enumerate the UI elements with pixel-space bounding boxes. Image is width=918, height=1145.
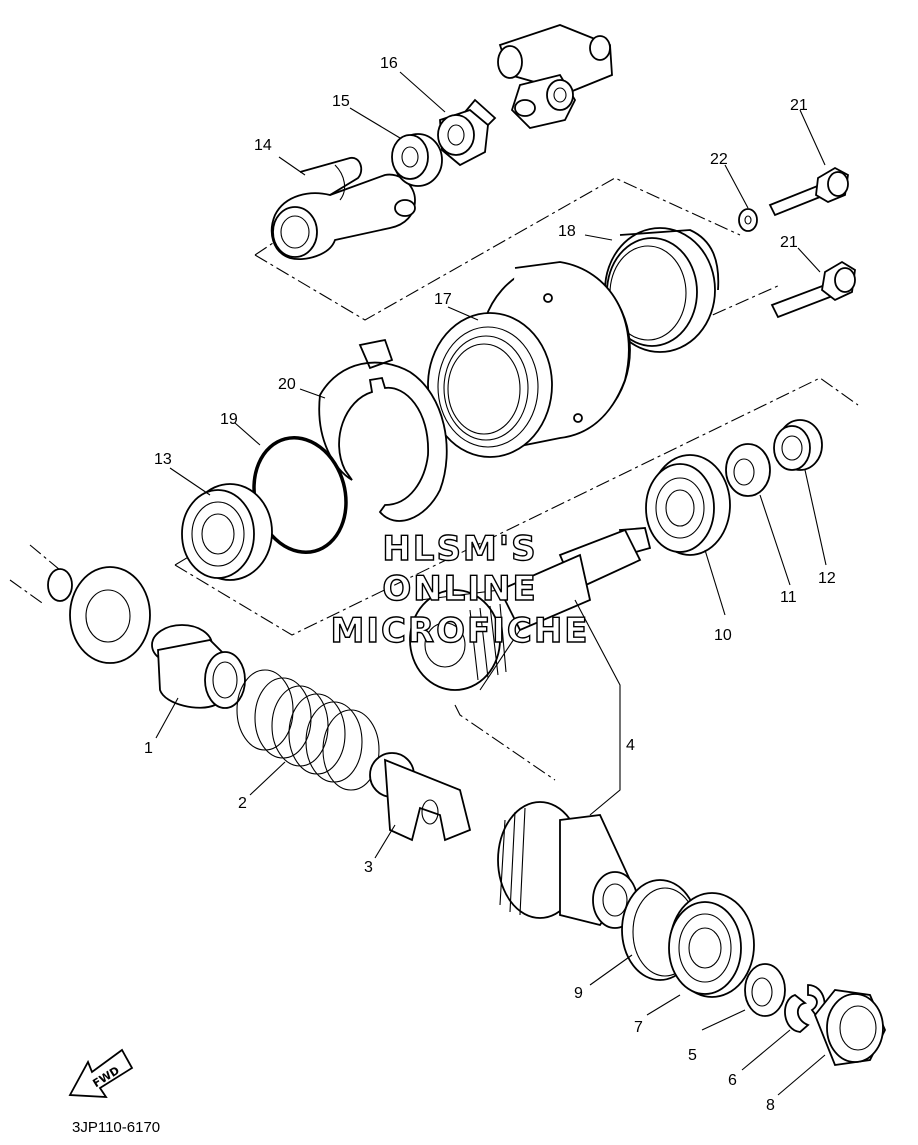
nut-part-8 xyxy=(813,989,886,1066)
universal-joint xyxy=(497,24,613,129)
watermark: HLSM'S ONLINE MICROFICHE xyxy=(330,528,589,651)
washer-part-22 xyxy=(738,208,758,232)
leader-lines xyxy=(155,71,827,1096)
bearing-part-10 xyxy=(645,454,731,556)
yoke-part-14 xyxy=(270,157,416,260)
seal-part-18 xyxy=(604,227,720,353)
label-10: 10 xyxy=(714,627,732,644)
label-13: 13 xyxy=(154,451,172,468)
shim-part-20 xyxy=(318,338,448,522)
reference-shaft xyxy=(9,544,151,664)
drawing-code: 3JP110-6170 xyxy=(72,1119,160,1136)
label-12: 12 xyxy=(818,570,836,587)
label-1: 1 xyxy=(144,740,153,757)
label-6: 6 xyxy=(728,1072,737,1089)
label-8: 8 xyxy=(766,1097,775,1114)
label-22: 22 xyxy=(710,151,728,168)
label-9: 9 xyxy=(574,985,583,1002)
label-18: 18 xyxy=(558,223,576,240)
washer-part-15 xyxy=(391,133,443,187)
pinion-shaft-part-4 xyxy=(409,527,652,691)
label-21-upper: 21 xyxy=(790,97,808,114)
label-7: 7 xyxy=(634,1019,643,1036)
fwd-arrow-icon: FWD xyxy=(68,1048,134,1098)
cam-part-3 xyxy=(369,752,472,842)
bearing-part-13 xyxy=(181,483,273,581)
bolt-part-21-upper xyxy=(768,166,849,217)
watermark-line-2: ONLINE xyxy=(382,569,537,609)
label-3: 3 xyxy=(364,859,373,876)
label-19: 19 xyxy=(220,411,238,428)
watermark-line-1: HLSM'S xyxy=(382,529,537,569)
bearing-part-7 xyxy=(668,892,755,998)
washer-part-5 xyxy=(744,963,786,1017)
nut-part-16 xyxy=(437,98,497,167)
label-11: 11 xyxy=(780,589,797,606)
label-20: 20 xyxy=(278,376,296,393)
ring-gear-part-4 xyxy=(497,801,638,929)
label-15: 15 xyxy=(332,93,350,110)
collar-part-12 xyxy=(773,419,823,471)
spring-part-2 xyxy=(236,669,380,791)
label-4: 4 xyxy=(626,737,635,754)
washer-part-11 xyxy=(725,443,771,497)
label-2: 2 xyxy=(238,795,247,812)
label-21-lower: 21 xyxy=(780,234,798,251)
bolt-part-21-lower xyxy=(770,260,856,319)
sleeve-part-1 xyxy=(151,624,246,709)
label-16: 16 xyxy=(380,55,398,72)
label-14: 14 xyxy=(254,137,272,154)
watermark-line-3: MICROFICHE xyxy=(330,611,589,651)
label-17: 17 xyxy=(434,291,452,308)
part-labels: 1 2 3 4 5 6 7 8 9 10 11 12 13 14 15 16 1… xyxy=(144,55,836,1114)
housing-part-17 xyxy=(427,261,631,458)
label-5: 5 xyxy=(688,1047,697,1064)
